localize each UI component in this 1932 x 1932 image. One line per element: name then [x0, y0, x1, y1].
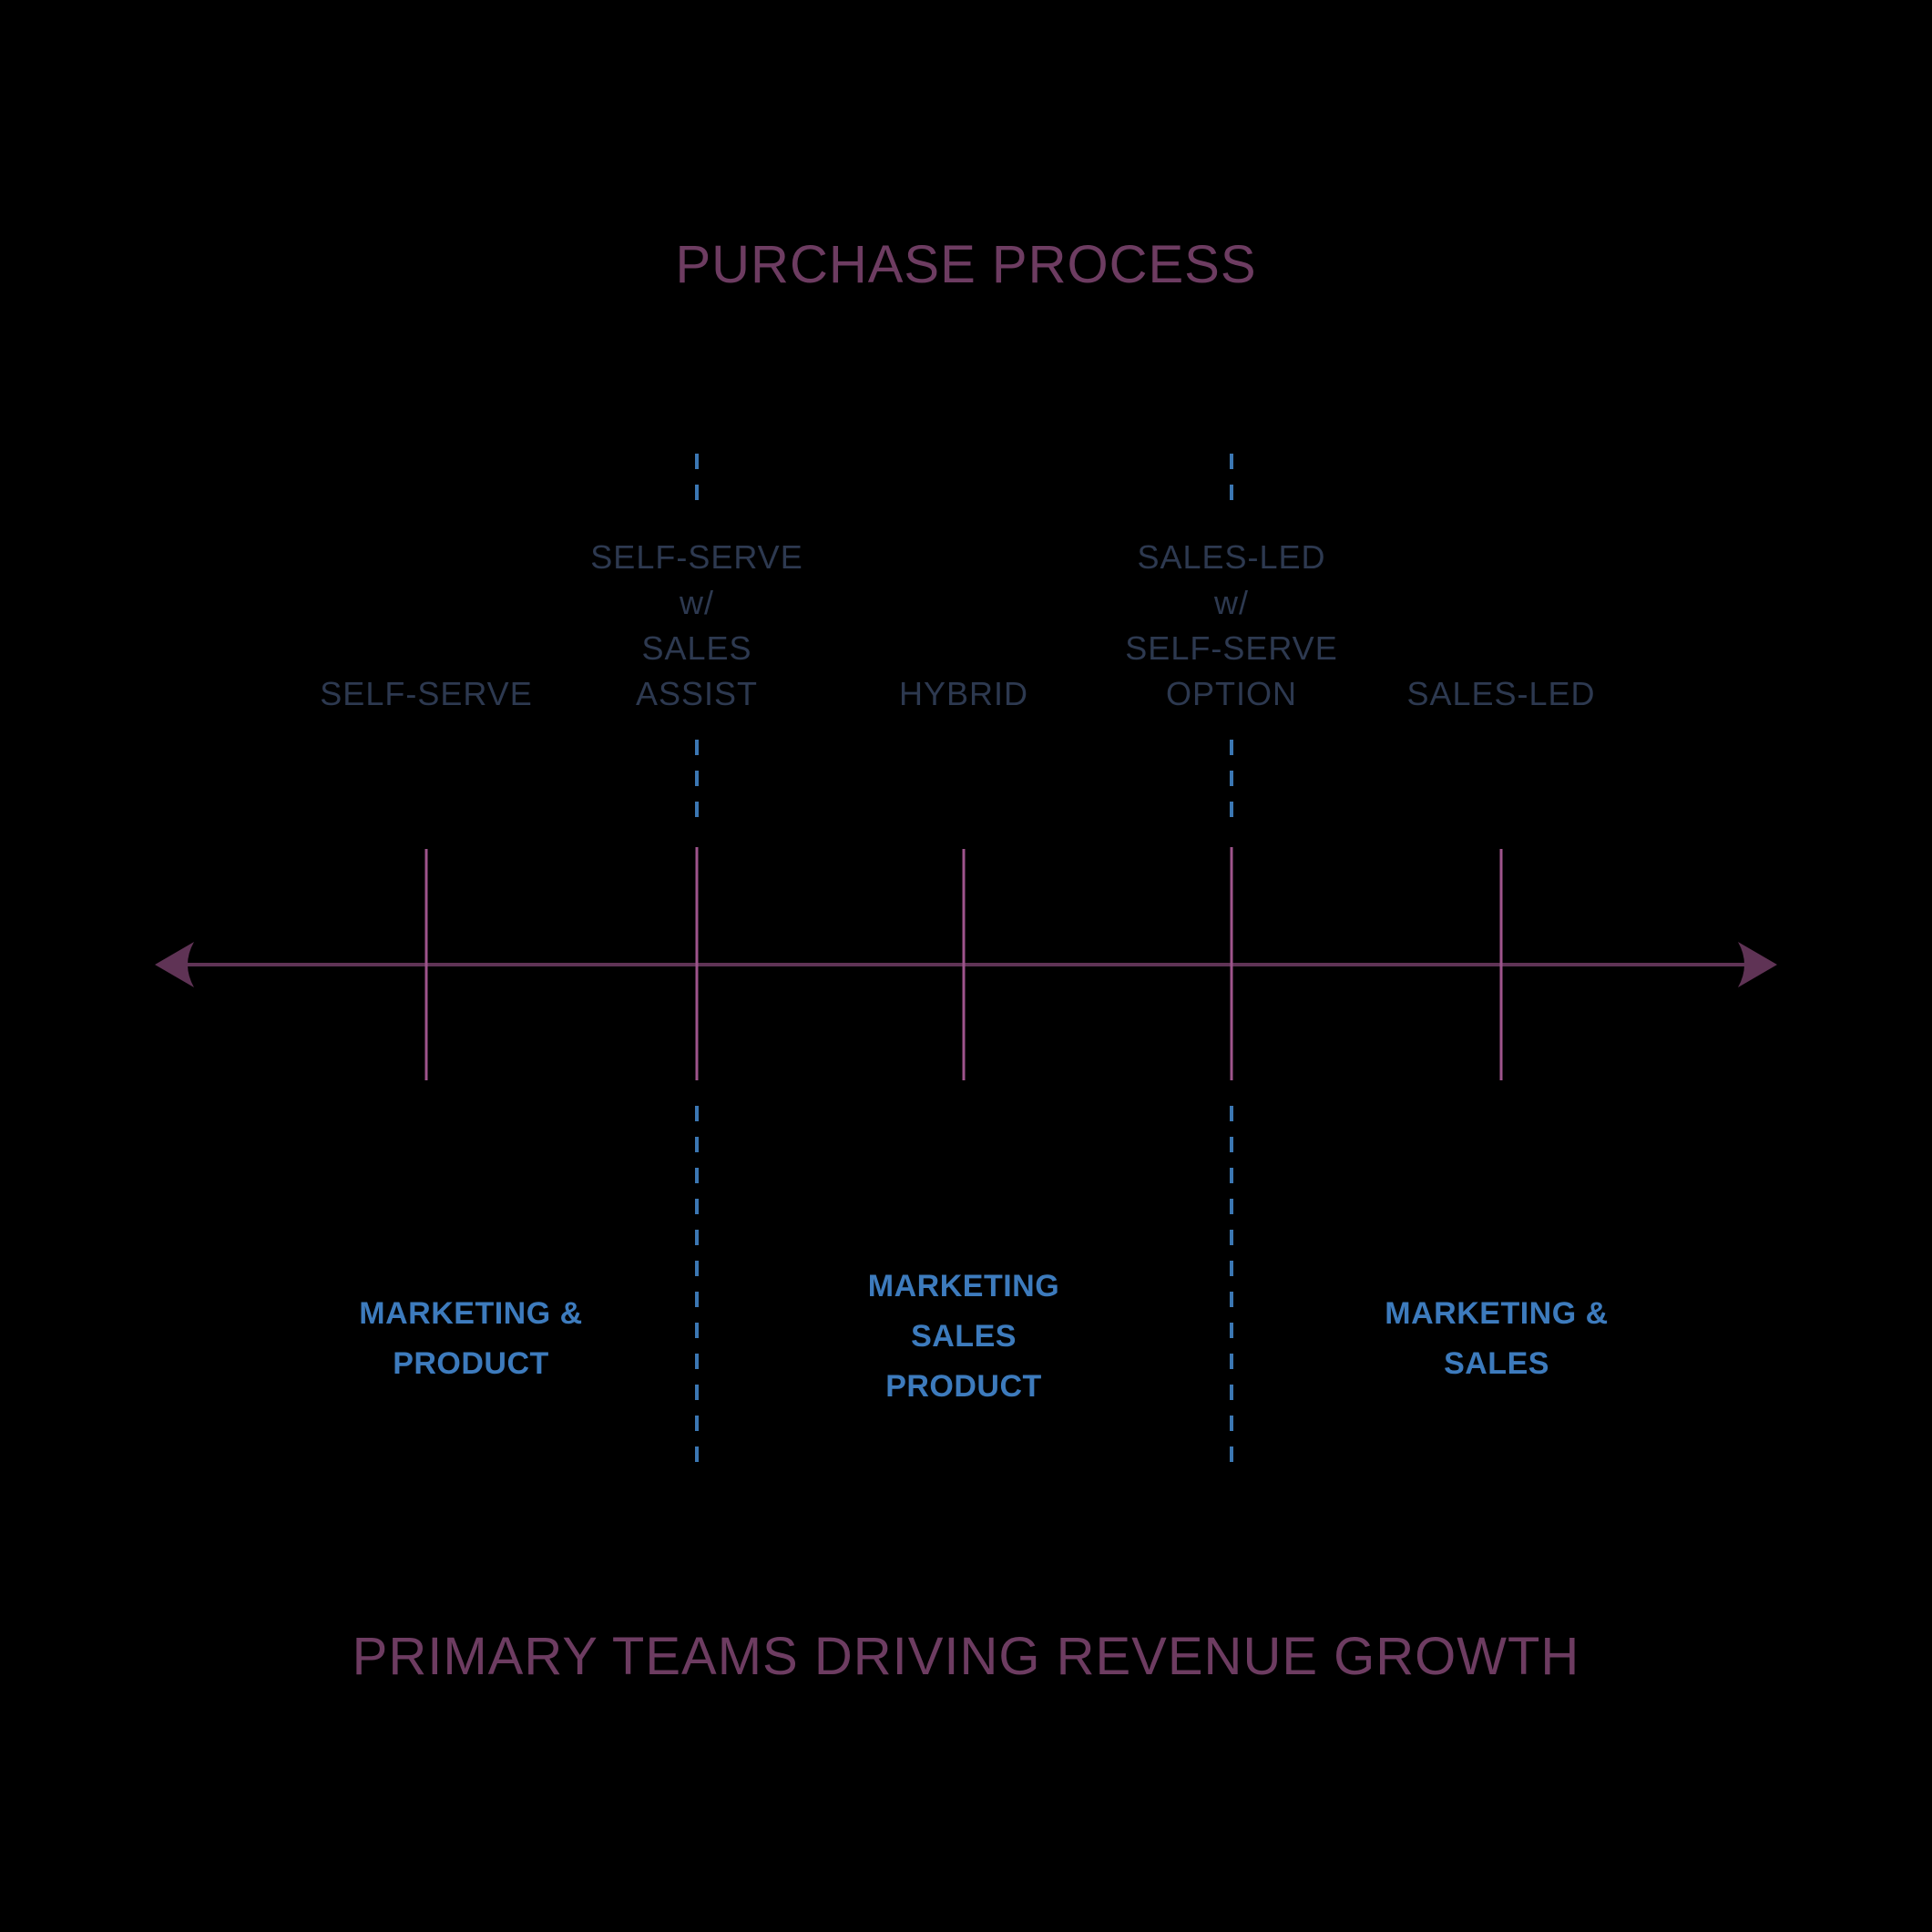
stage-label-sales-led: SALES-LED: [1406, 671, 1595, 717]
stage-label-line: ASSIST: [635, 675, 759, 712]
page-title: PURCHASE PROCESS: [675, 235, 1257, 294]
team-label-line: PRODUCT: [393, 1346, 549, 1381]
stage-label-line: SELF-SERVE: [1125, 629, 1338, 667]
team-label-line: MARKETING &: [1385, 1296, 1609, 1331]
stage-label-line: w/: [1213, 584, 1249, 621]
stage-label-line: SALES-LED: [1137, 538, 1326, 576]
stage-label-line: OPTION: [1165, 675, 1298, 712]
footer-title: PRIMARY TEAMS DRIVING REVENUE GROWTH: [352, 1627, 1580, 1686]
stage-label-line: w/: [679, 584, 714, 621]
stage-label-line: SALES-LED: [1406, 675, 1596, 712]
stage-label-self-serve: SELF-SERVE: [320, 671, 532, 717]
stage-label-line: SELF-SERVE: [590, 538, 803, 576]
team-label-marketing-sales-product: MARKETING SALES PRODUCT: [868, 1262, 1059, 1412]
stage-label-hybrid: HYBRID: [899, 671, 1028, 717]
stage-label-line: SALES: [641, 629, 752, 667]
left-arrowhead-icon: [155, 942, 194, 987]
right-arrowhead-icon: [1738, 942, 1777, 987]
stage-label-sales-led-w-self-serve-option: SALES-LED w/ SELF-SERVE OPTION: [1125, 535, 1337, 717]
team-label-line: MARKETING &: [359, 1296, 583, 1331]
team-label-marketing-product: MARKETING & PRODUCT: [359, 1289, 582, 1389]
team-label-line: SALES: [1444, 1346, 1549, 1381]
stage-label-line: SELF-SERVE: [320, 675, 533, 712]
stage-label-line: HYBRID: [898, 675, 1029, 712]
team-label-line: PRODUCT: [885, 1369, 1042, 1404]
team-label-line: SALES: [911, 1319, 1017, 1354]
stage-label-self-serve-w-sales-assist: SELF-SERVE w/ SALES ASSIST: [590, 535, 802, 717]
team-label-marketing-sales: MARKETING & SALES: [1385, 1289, 1608, 1389]
team-label-line: MARKETING: [867, 1269, 1060, 1303]
